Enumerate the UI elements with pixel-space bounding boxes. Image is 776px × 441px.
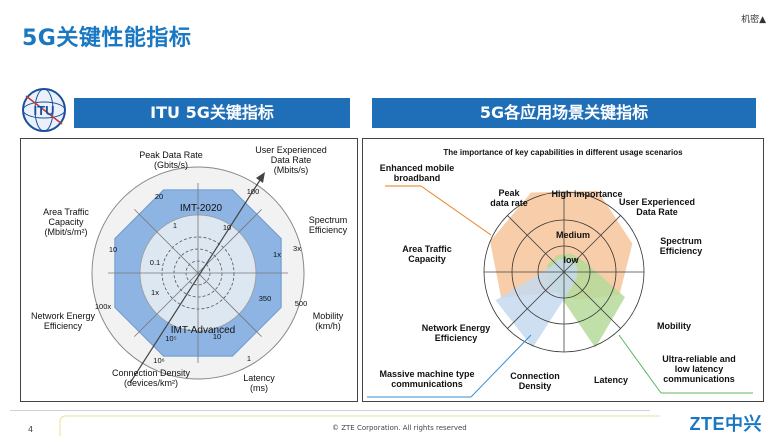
imt-adv-value-3: 350 (259, 294, 272, 303)
right-panel-header: 5G各应用场景关键指标 (372, 98, 756, 128)
trend-arrow-head (256, 172, 265, 183)
imt-adv-value-6: 1x (151, 288, 159, 297)
scenario-spoke-3 (507, 215, 621, 329)
series-label-imt2020: IMT-2020 (180, 203, 223, 214)
axis-label-3: Mobility(km/h) (313, 311, 344, 331)
page-number: 4 (28, 425, 34, 434)
embb-callout-pointer (420, 185, 492, 236)
footer-bracket (59, 415, 660, 436)
footer-divider (10, 410, 650, 411)
scenario-axis-label-3: Mobility (657, 321, 691, 331)
scenario-radar-panel: The importance of key capabilities in di… (362, 138, 764, 402)
scenario-axis-label-4: Latency (594, 375, 628, 385)
imt-adv-value-1: 10 (223, 223, 231, 232)
imt-adv-value-2: 1x (273, 250, 281, 259)
zte-logo: ZTE中兴 (689, 414, 762, 434)
imt2020-value-4: 1 (247, 354, 251, 363)
left-panel-header: ITU 5G关键指标 (74, 98, 350, 128)
series-label-imt-advanced: IMT-Advanced (171, 325, 235, 336)
confidentiality-label: 机密▲ (741, 15, 766, 25)
spoke-3 (134, 209, 262, 337)
imt-adv-value-4: 10 (213, 332, 221, 341)
itu-badge-text: ITU (34, 103, 55, 118)
importance-level-0: High importance (551, 189, 622, 199)
axis-label-4: Latency(ms) (243, 373, 275, 393)
mmtc-callout-pointer (470, 334, 532, 398)
imt2020-value-7: 10 (109, 245, 117, 254)
imt2020-value-6: 100x (95, 302, 112, 311)
imt2020-value-5: 10⁶ (153, 356, 164, 365)
axis-label-5: Connection Density(devices/km²) (112, 368, 191, 388)
page-title: 5G关键性能指标 (22, 26, 192, 51)
imt2020-value-0: 20 (155, 192, 163, 201)
axis-label-0: Peak Data Rate(Gbits/s) (139, 150, 203, 170)
scenario-mmtc-area (495, 259, 577, 348)
itu-logo-icon: ITU (22, 88, 66, 132)
imt2020-value-1: 100 (247, 187, 260, 196)
importance-level-2: low (564, 255, 580, 265)
trend-arrow (129, 176, 263, 384)
imt2020-value-3: 500 (295, 299, 308, 308)
importance-level-1: Medium (556, 230, 590, 240)
scenario-radar-chart: The importance of key capabilities in di… (367, 148, 753, 398)
scenario-subtitle: The importance of key capabilities in di… (443, 148, 683, 157)
imt-adv-value-5: 10⁵ (165, 334, 176, 343)
urllc-callout-pointer (618, 334, 662, 394)
imt-adv-value-0: 1 (173, 221, 177, 230)
copyright: © ZTE Corporation. All rights reserved (332, 424, 467, 432)
imt2020-value-2: 3x (293, 244, 301, 253)
imt-adv-value-7: 0.1 (150, 258, 160, 267)
